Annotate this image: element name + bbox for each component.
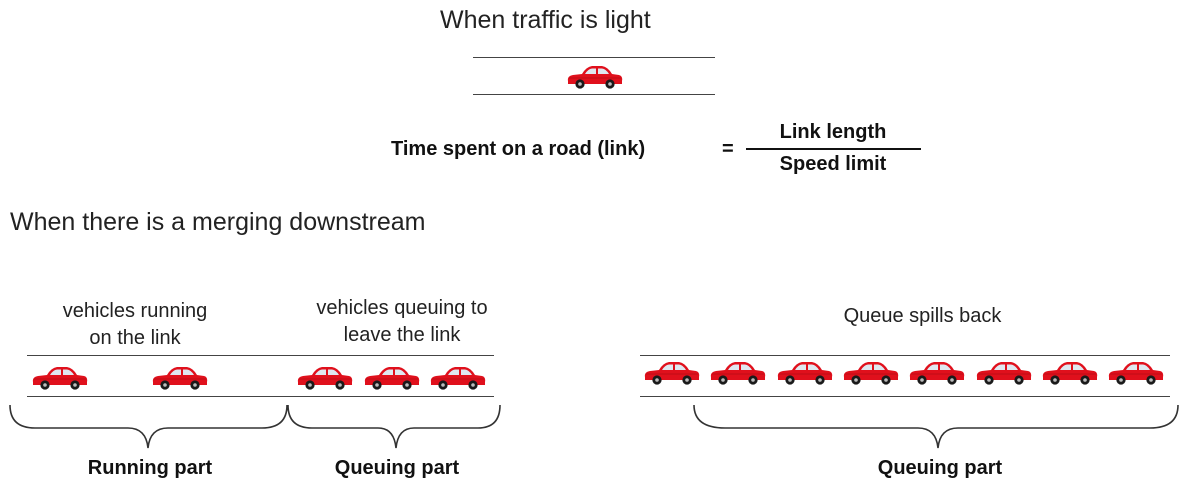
label-spill: Queue spills back — [843, 305, 1002, 327]
car-icon — [364, 367, 420, 390]
label-queuing: vehicles queuing to leave the link — [287, 295, 517, 349]
spill-road-bottom-line — [640, 396, 1170, 397]
label-running: vehicles running on the link — [30, 298, 240, 352]
car-icon — [710, 362, 766, 385]
light-road-top-line — [473, 57, 715, 58]
car-icon — [1042, 362, 1098, 385]
car-icon — [777, 362, 833, 385]
label-queuing-line2: leave the link — [343, 324, 461, 346]
light-road-bottom-line — [473, 94, 715, 95]
merge-road-bottom-line — [27, 396, 494, 397]
merge-road-top-line — [27, 355, 494, 356]
car-icon — [976, 362, 1032, 385]
car-icon — [909, 362, 965, 385]
label-running-line2: on the link — [89, 327, 181, 349]
car-icon — [644, 362, 700, 385]
brace-running-label: Running part — [87, 457, 213, 479]
car-icon — [297, 367, 353, 390]
car-icon — [843, 362, 899, 385]
car-icon — [430, 367, 486, 390]
brace-queuing-right-label: Queuing part — [877, 457, 1003, 479]
light-traffic-title: When traffic is light — [440, 6, 651, 34]
formula-denominator: Speed limit — [779, 153, 887, 175]
brace-queuing-left-label: Queuing part — [334, 457, 460, 479]
formula-fraction-bar — [746, 148, 921, 150]
car-icon — [1108, 362, 1164, 385]
spill-road-top-line — [640, 355, 1170, 356]
car-icon — [32, 367, 88, 390]
formula-numerator: Link length — [779, 121, 887, 143]
formula-equals: = — [722, 138, 734, 160]
formula-lhs: Time spent on a road (link) — [391, 138, 646, 160]
car-icon — [152, 367, 208, 390]
car-icon — [567, 66, 623, 89]
label-running-line1: vehicles running — [62, 300, 208, 322]
merging-title: When there is a merging downstream — [10, 208, 426, 236]
label-queuing-line1: vehicles queuing to — [316, 297, 488, 319]
